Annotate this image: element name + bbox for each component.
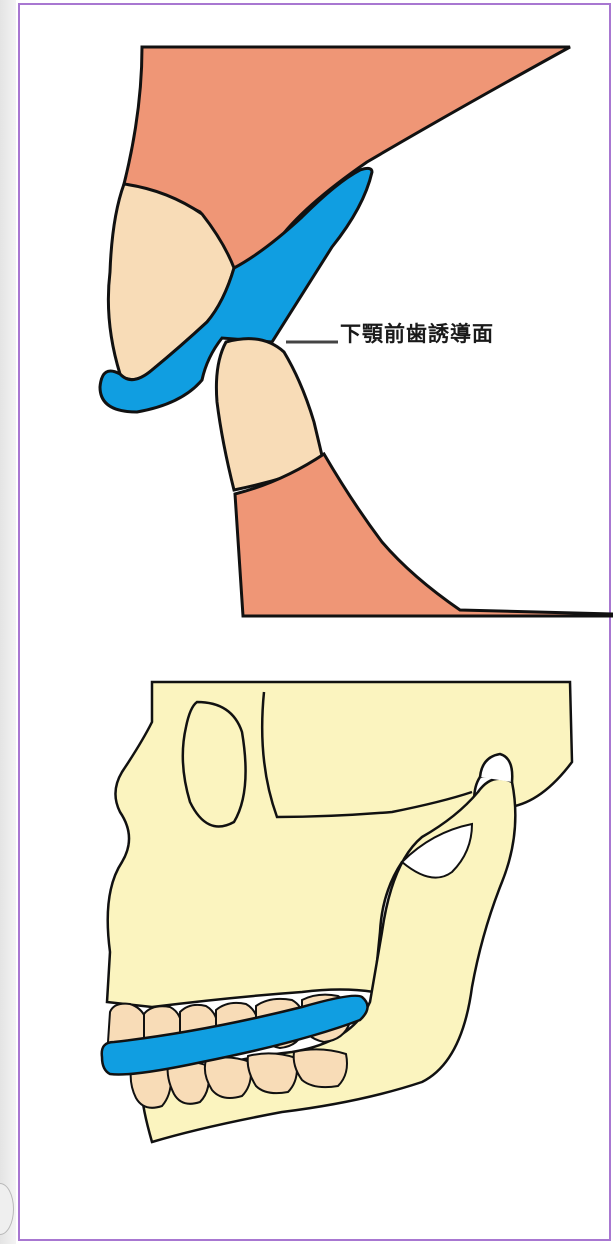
figure-frame [18,3,611,1241]
skull-lateral-view [20,5,613,1243]
orbit-socket [183,702,246,827]
page-side-strip [0,0,16,1244]
side-ring-decoration [0,1183,14,1235]
guiding-surface-label: 下顎前歯誘導面 [340,324,494,345]
